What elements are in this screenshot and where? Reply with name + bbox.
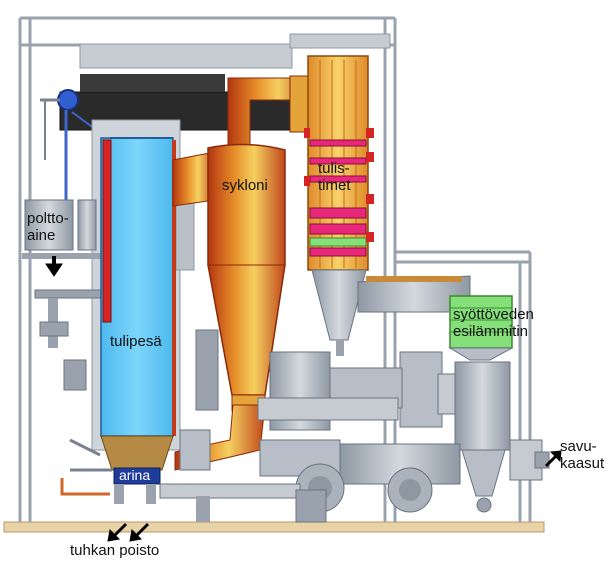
fuel-silo [24,199,74,251]
label-superheater: tulis- timet [318,160,351,194]
arrow-down-left-icon [129,522,150,542]
arrow-right-up-icon [544,450,562,468]
label-fuel: poltto- aine [27,210,69,244]
label-economizer-line1: syöttöveden [453,306,534,323]
riser-tube [102,139,112,323]
label-flue-gas-line2: kaasut [560,455,605,472]
label-grate: arina [119,467,151,483]
roof-beam-right [289,33,391,49]
arrow-down-icon [45,256,63,277]
superheater-hopper [311,269,367,341]
grate-arina [100,435,174,471]
label-flue-gas-line1: savu- [560,438,597,455]
economizer [449,295,513,349]
roof-beam-left [79,43,293,69]
label-fuel-line2: aine [27,227,56,244]
label-superheater-line2: timet [318,177,351,194]
flue-gas-filter [454,361,511,451]
superheater-coils [309,139,367,257]
arrow-down-left-icon [107,522,128,542]
label-furnace: tulipesä [110,333,162,350]
label-ash-removal: tuhkan poisto [70,542,160,559]
label-fuel-line1: poltto- [27,210,69,227]
label-economizer: syöttöveden esilämmitin [453,306,534,340]
label-flue-gas: savu- kaasut [560,438,604,472]
ground-slab [3,521,545,533]
steam-drum [57,89,79,111]
label-cyclone: sykloni [222,177,268,194]
upper-dark-duct [80,74,225,92]
furnace-tulipesa [100,137,174,437]
label-economizer-line2: esilämmitin [453,323,529,340]
label-superheater-line1: tulis- [318,160,350,177]
air-preheater [399,351,443,428]
